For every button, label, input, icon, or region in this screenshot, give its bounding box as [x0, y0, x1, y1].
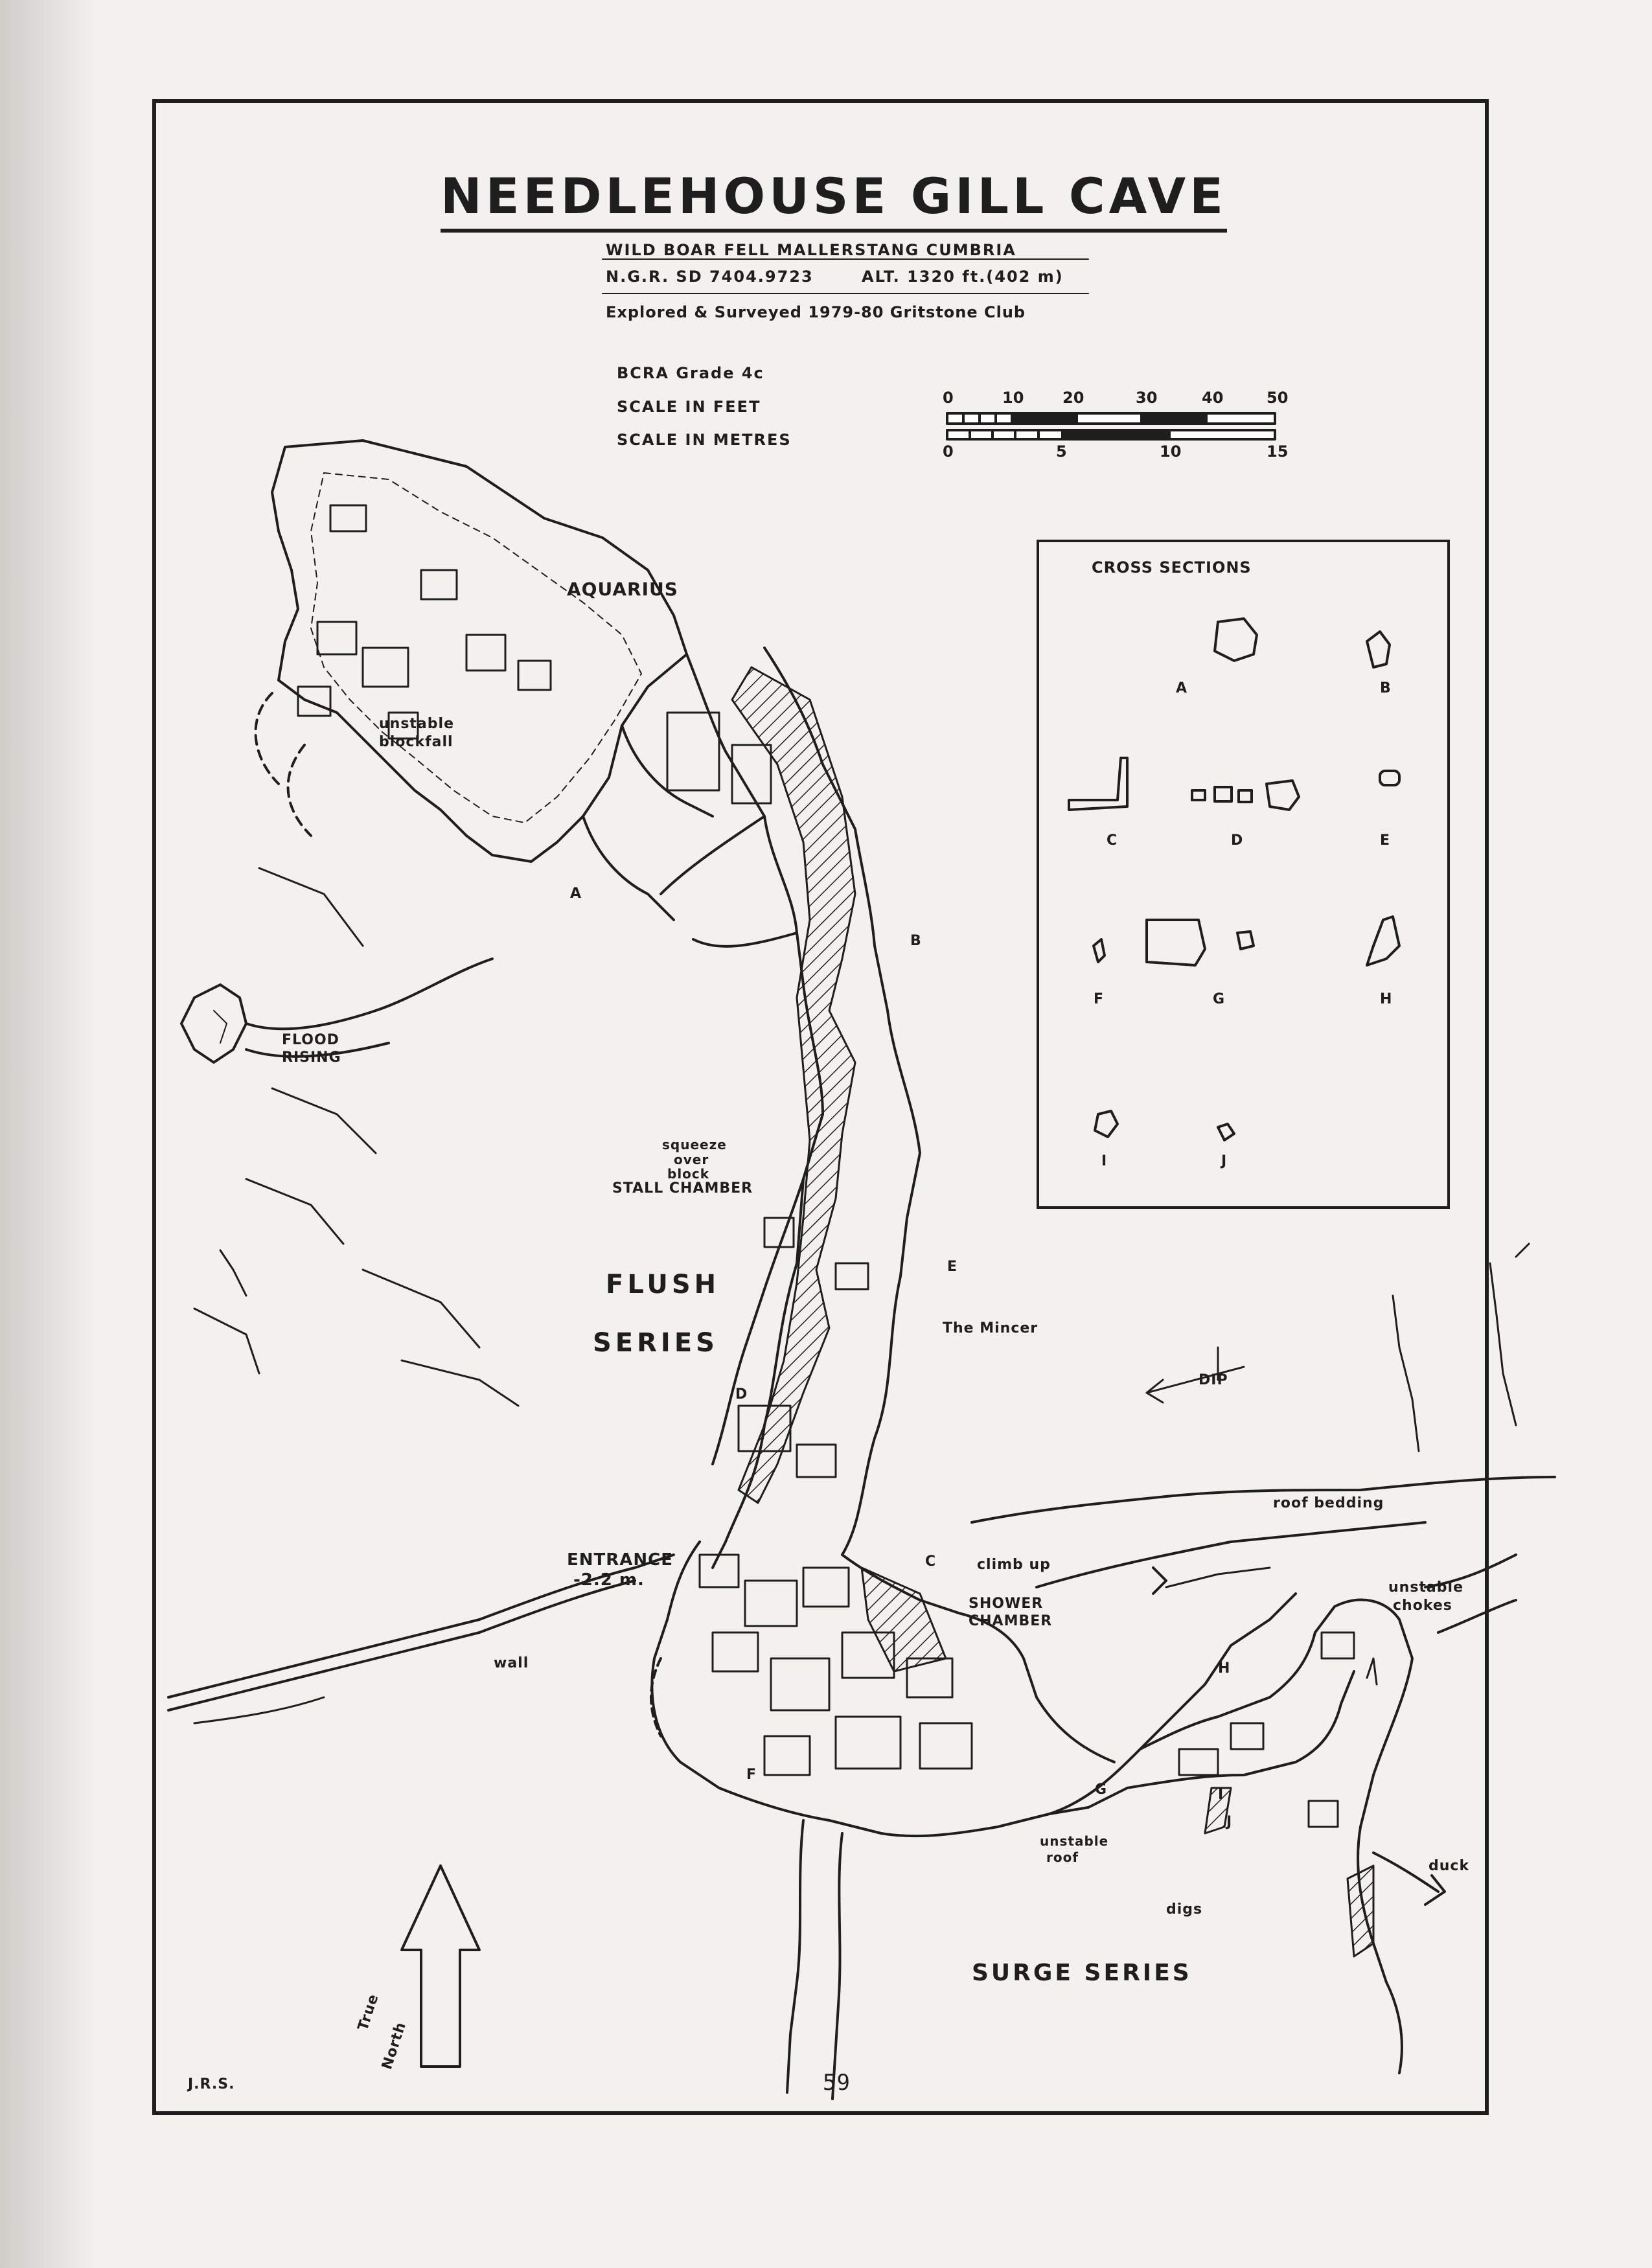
label-point-b: B	[910, 933, 922, 949]
scale-bar-metres	[946, 429, 1276, 441]
page-gutter-shadow	[0, 0, 97, 2268]
label-squeeze-1: squeeze	[662, 1137, 727, 1152]
bcra-grade: BCRA Grade 4c	[617, 364, 764, 382]
label-point-e: E	[947, 1259, 958, 1275]
label-point-j: J	[1226, 1814, 1233, 1830]
label-flush-series: SERIES	[593, 1328, 718, 1358]
label-entrance-depth: -2.2 m.	[573, 1570, 645, 1590]
label-flush: FLUSH	[606, 1270, 720, 1300]
scale-metres-tick-0: 0	[943, 442, 954, 461]
location-line: WILD BOAR FELL MALLERSTANG CUMBRIA	[606, 241, 1016, 259]
page-number: 59	[823, 2070, 851, 2096]
label-point-i: I	[1218, 1787, 1224, 1803]
label-dip: DIP	[1199, 1372, 1228, 1388]
label-unstable-blockfall-2: blockfall	[379, 734, 453, 750]
label-the-mincer: The Mincer	[943, 1320, 1038, 1336]
label-shower-chamber-2: CHAMBER	[969, 1613, 1053, 1629]
label-entrance: ENTRANCE	[567, 1550, 673, 1570]
label-flood-rising-2: RISING	[282, 1049, 341, 1066]
flood-rising-outline	[180, 983, 247, 1064]
scale-bar-feet	[946, 412, 1276, 425]
scale-feet-tick-40: 40	[1202, 389, 1224, 407]
label-point-h: H	[1218, 1660, 1231, 1677]
wall-line	[167, 1553, 675, 1699]
label-stall-chamber: STALL CHAMBER	[612, 1180, 753, 1197]
scale-feet-tick-10: 10	[1002, 389, 1024, 407]
cs-label-j: J	[1221, 1153, 1228, 1169]
surge-series-outline	[1139, 1598, 1414, 2074]
cs-label-d: D	[1231, 832, 1244, 849]
label-squeeze-2: over	[674, 1152, 709, 1167]
scale-feet-label: SCALE IN FEET	[617, 398, 761, 416]
cross-sections-box	[1037, 540, 1450, 1209]
altitude: ALT. 1320 ft.(402 m)	[862, 268, 1064, 286]
label-climb-up: climb up	[977, 1557, 1051, 1573]
map-title: NEEDLEHOUSE GILL CAVE	[441, 167, 1228, 233]
label-point-c: C	[925, 1553, 937, 1570]
hatched-channel	[731, 666, 856, 1504]
label-unstable-chokes-2: chokes	[1393, 1598, 1452, 1614]
cs-label-f: F	[1094, 991, 1105, 1007]
cs-label-b: B	[1380, 680, 1392, 696]
label-unstable-chokes-1: unstable	[1388, 1579, 1463, 1596]
scale-metres-tick-10: 10	[1160, 442, 1182, 461]
label-digs: digs	[1166, 1901, 1203, 1918]
north-arrow	[400, 1864, 481, 2068]
cs-label-e: E	[1380, 832, 1391, 849]
label-point-a: A	[570, 886, 582, 902]
cross-sections-heading: CROSS SECTIONS	[1092, 558, 1252, 577]
aquarius-area	[271, 439, 688, 863]
label-aquarius: AQUARIUS	[567, 578, 678, 600]
cs-label-a: A	[1176, 680, 1188, 696]
label-flood-rising-1: FLOOD	[282, 1032, 339, 1048]
scale-feet-tick-50: 50	[1267, 389, 1289, 407]
scale-metres-label: SCALE IN METRES	[617, 431, 792, 449]
scale-metres-tick-15: 15	[1267, 442, 1289, 461]
cs-label-h: H	[1380, 991, 1393, 1007]
label-unstable-roof-1: unstable	[1040, 1833, 1109, 1849]
label-roof-bedding: roof bedding	[1273, 1495, 1384, 1511]
label-wall: wall	[494, 1655, 529, 1671]
map-frame	[152, 99, 1489, 2115]
label-point-f: F	[746, 1767, 757, 1783]
label-unstable-blockfall-1: unstable	[379, 716, 454, 732]
cs-label-g: G	[1213, 991, 1226, 1007]
grid-reference: N.G.R. SD 7404.9723	[606, 268, 814, 286]
label-point-g: G	[1095, 1781, 1108, 1798]
cs-label-i: I	[1101, 1153, 1108, 1169]
scale-feet-tick-0: 0	[943, 389, 954, 407]
explored-line: Explored & Surveyed 1979-80 Gritstone Cl…	[606, 303, 1026, 321]
scale-feet-tick-20: 20	[1062, 389, 1084, 407]
scale-metres-tick-5: 5	[1056, 442, 1067, 461]
cs-label-c: C	[1107, 832, 1118, 849]
label-squeeze-3: block	[667, 1166, 710, 1182]
label-surge-series: SURGE SERIES	[972, 1960, 1192, 1986]
label-shower-chamber-1: SHOWER	[969, 1596, 1044, 1612]
label-point-d: D	[735, 1386, 748, 1403]
entrance-area	[650, 1541, 1141, 1838]
label-duck: duck	[1428, 1858, 1470, 1874]
scale-feet-tick-30: 30	[1136, 389, 1158, 407]
author-initials: J.R.S.	[188, 2076, 235, 2092]
label-unstable-roof-2: roof	[1046, 1850, 1079, 1865]
